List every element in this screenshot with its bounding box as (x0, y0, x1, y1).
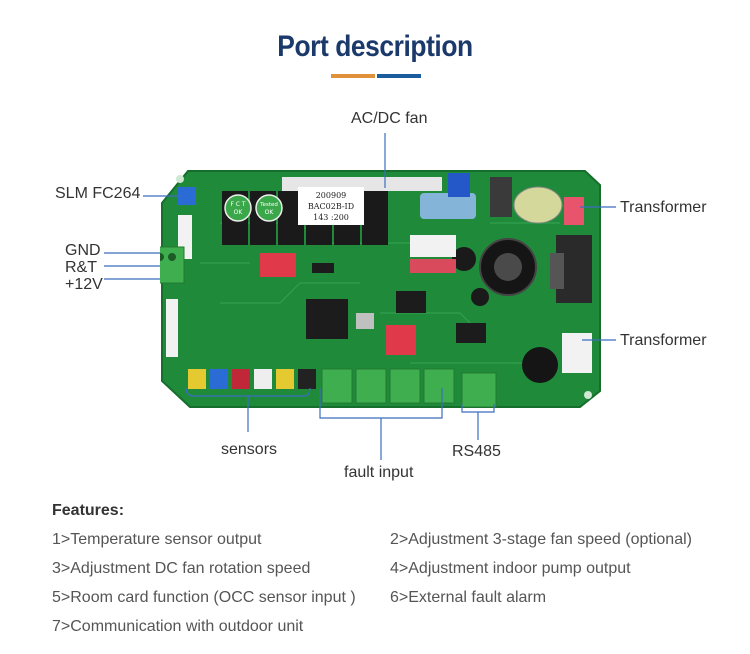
label-slm-fc264: SLM FC264 (55, 185, 141, 202)
sticker-line-3: 143 :200 (313, 213, 349, 222)
label-gnd: GND (65, 242, 101, 259)
feature-item: 6>External fault alarm (390, 589, 547, 606)
sensor-connectors (188, 369, 316, 389)
relay-label-tested: Tested (259, 202, 278, 208)
relay-label-fct: F C T (230, 201, 245, 208)
fault-input-terminals (321, 368, 455, 404)
page-title: Port description (277, 30, 473, 63)
title-underline-orange (331, 74, 375, 78)
relay-label-tested-ok: OK (265, 209, 275, 216)
feature-item: 1>Temperature sensor output (52, 531, 262, 548)
feature-item: 4>Adjustment indoor pump output (390, 560, 631, 577)
feature-item: 7>Communication with outdoor unit (52, 618, 304, 635)
title-underline-blue (377, 74, 421, 78)
label-acdc-fan: AC/DC fan (351, 110, 428, 127)
label-transformer-mid: Transformer (620, 332, 707, 349)
feature-item: 3>Adjustment DC fan rotation speed (52, 560, 311, 577)
feature-item: 5>Room card function (OCC sensor input ) (52, 589, 356, 606)
features-heading: Features: (52, 502, 125, 519)
label-12v: +12V (65, 276, 103, 293)
sticker-line-1: 200909 (316, 191, 347, 200)
relay-label-fct-ok: OK (234, 209, 244, 216)
label-rt: R&T (65, 259, 97, 276)
sticker-line-2: BAC02B-ID (308, 202, 354, 211)
rs485-terminal (461, 372, 497, 408)
label-sensors: sensors (221, 441, 278, 458)
label-transformer-top: Transformer (620, 199, 707, 216)
circuit-board-image: F C T OK Tested OK 200909 BAC02B-ID 143 … (160, 170, 601, 408)
label-rs485: RS485 (452, 443, 501, 460)
label-fault-input: fault input (344, 464, 414, 481)
feature-item: 2>Adjustment 3-stage fan speed (optional… (390, 531, 692, 548)
